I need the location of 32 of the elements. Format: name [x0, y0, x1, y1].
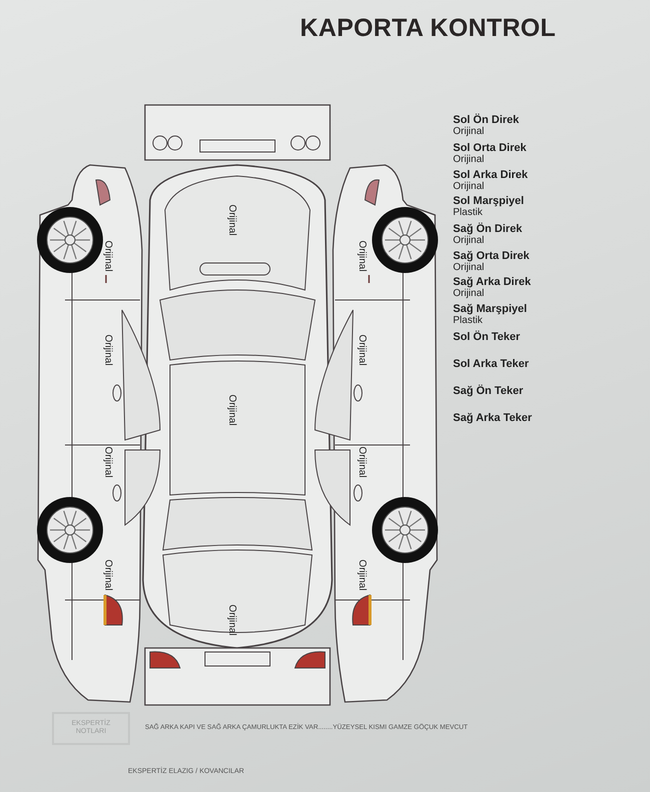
item-status: Orijinal — [453, 181, 484, 192]
item-name: Sol Arka Direk — [453, 169, 528, 181]
item-status: Orijinal — [453, 262, 484, 273]
panel-status: Orijinal — [356, 334, 368, 366]
item-status: Orijinal — [453, 235, 484, 246]
panel-status: Orijinal — [226, 394, 238, 426]
item-name: Sol Marşpiyel — [453, 195, 524, 207]
item-name: Sağ Arka Direk — [453, 276, 531, 288]
item-name: Sağ Orta Direk — [453, 250, 530, 262]
item-name: Sol Ön Direk — [453, 114, 520, 126]
panel-status: Orijinal — [356, 446, 368, 478]
title: KAPORTA KONTROL — [300, 14, 556, 43]
item-name: Sol Ön Teker — [453, 331, 520, 343]
panel-status: Orijinal — [102, 334, 114, 366]
item-name: Sağ Ön Direk — [453, 223, 522, 235]
item-status: Orijinal — [453, 288, 484, 299]
panel-status: Orijinal — [356, 240, 368, 272]
item-name: Sağ Arka Teker — [453, 412, 532, 424]
panel-status: Orijinal — [356, 559, 368, 591]
panel-status: Orijinal — [226, 604, 238, 636]
item-status: Plastik — [453, 315, 482, 326]
panel-status: Orijinal — [102, 559, 114, 591]
panel-status: Orijinal — [102, 446, 114, 478]
item-name: Sol Arka Teker — [453, 358, 529, 370]
item-name: Sağ Marşpiyel — [453, 303, 527, 315]
panel-status: Orijinal — [226, 204, 238, 236]
item-status: Plastik — [453, 207, 482, 218]
item-name: Sağ Ön Teker — [453, 385, 524, 397]
panel-status: Orijinal — [102, 240, 114, 272]
item-name: Sol Orta Direk — [453, 142, 526, 154]
item-status: Orijinal — [453, 126, 484, 137]
item-status: Orijinal — [453, 154, 484, 165]
